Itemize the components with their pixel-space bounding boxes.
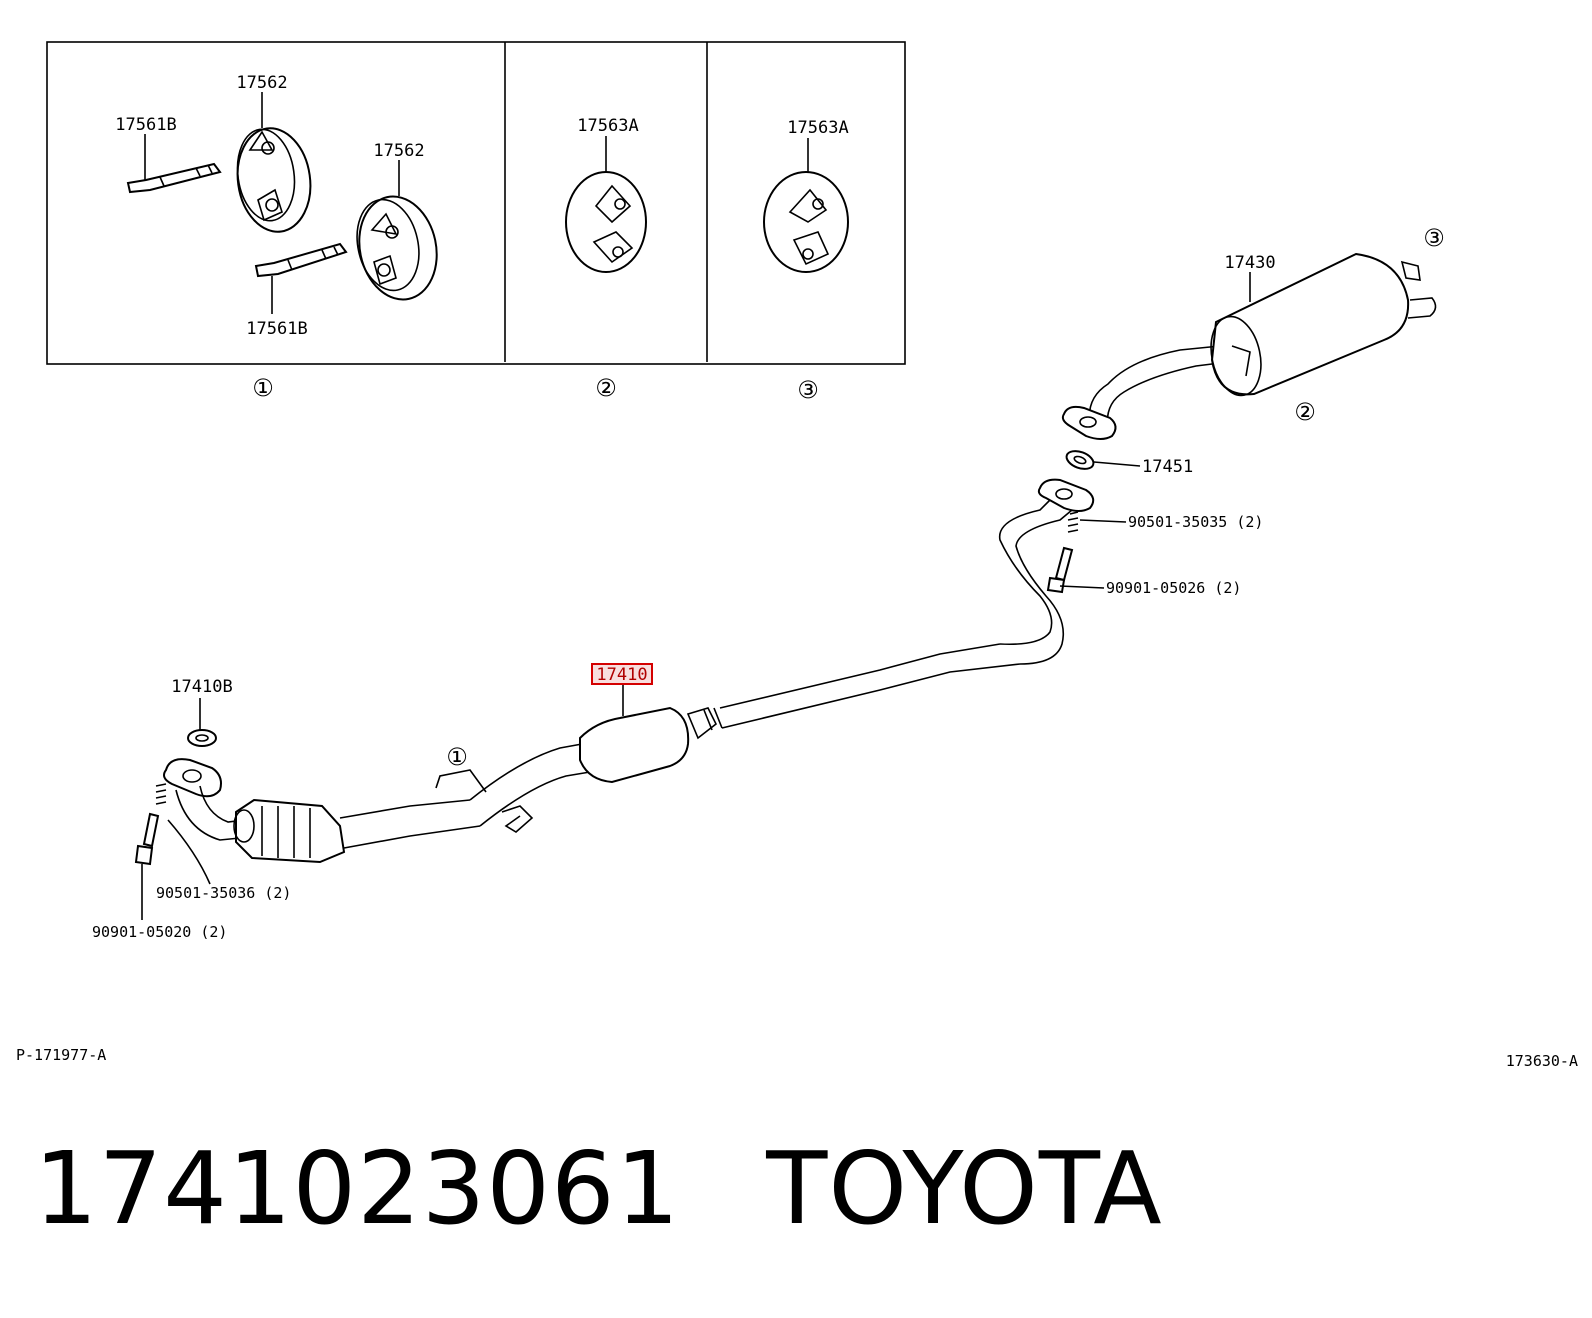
label-17410b: 17410B: [171, 677, 232, 697]
spring-rear: [1067, 511, 1079, 533]
muffler-17430: [1061, 252, 1437, 440]
label-17430: 17430: [1224, 253, 1275, 273]
label-17563a-panel-3: 17563A: [787, 118, 848, 138]
label-17410: 17410: [596, 665, 647, 685]
label-17561b-upper: 17561B: [115, 115, 176, 135]
rear-s-bend-pipe: [998, 478, 1095, 665]
label-17561b-lower: 17561B: [246, 319, 307, 339]
part-number: 1741023061: [34, 1130, 681, 1247]
label-17562-upper: 17562: [236, 73, 287, 93]
gasket-17451: [1065, 450, 1095, 470]
label-90901-05026: 90901-05026 (2): [1106, 579, 1241, 597]
inset-panel-1: 17562 17561B 17562 17561B: [115, 73, 438, 339]
inset-marker-1: ①: [252, 374, 274, 402]
label-90501-35035: 90501-35035 (2): [1128, 513, 1263, 531]
resonator-17410: [579, 643, 1021, 784]
label-90501-35036: 90501-35036 (2): [156, 884, 291, 902]
marker-2: ②: [1294, 398, 1316, 426]
inset-panel-3: 17563A: [763, 118, 849, 273]
inset-marker-3: ③: [797, 376, 819, 404]
rubber-hanger-lower: [356, 195, 438, 301]
front-pipe-assembly: [163, 758, 481, 864]
label-17563a-panel-2: 17563A: [577, 116, 638, 136]
bolt-front: [134, 812, 160, 866]
rubber-hanger-panel-3: [763, 171, 849, 273]
label-17562-lower: 17562: [373, 141, 424, 161]
stud-bolt-upper: [126, 162, 222, 194]
gasket-17410b: [187, 729, 217, 747]
rubber-hanger-upper: [236, 127, 312, 233]
pipe-hanger-bracket: [435, 769, 534, 833]
inset-marker-2: ②: [595, 374, 617, 402]
brand-name: TOYOTA: [766, 1130, 1163, 1247]
centre-pipe: [469, 743, 591, 827]
spring-front: [155, 783, 167, 805]
inset-panel-2: 17563A: [565, 116, 647, 273]
label-17451: 17451: [1142, 457, 1193, 477]
drawing-code-right: 173630-A: [1506, 1052, 1578, 1070]
inset-box: [46, 41, 906, 365]
label-90901-05020: 90901-05020 (2): [92, 923, 227, 941]
stud-bolt-lower: [254, 242, 348, 278]
bolt-rear: [1046, 546, 1074, 594]
footer-caption: 1741023061 TOYOTA: [34, 1130, 1163, 1247]
marker-1: ①: [446, 743, 468, 771]
marker-3: ③: [1423, 224, 1445, 252]
rubber-hanger-panel-2: [565, 171, 647, 273]
highlighted-part-label: 17410: [591, 663, 653, 685]
drawing-code-left: P-171977-A: [16, 1046, 106, 1064]
